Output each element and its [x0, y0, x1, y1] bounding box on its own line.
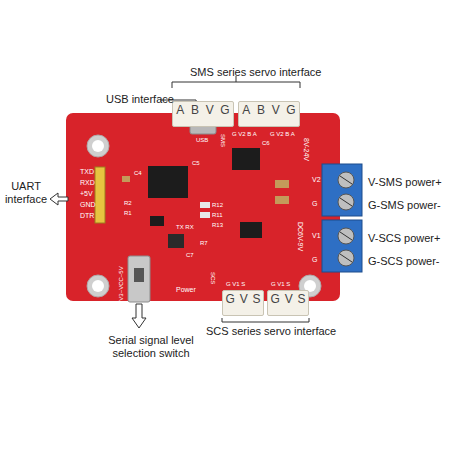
pin-letter: B: [257, 104, 265, 116]
silkscreen-text: G V1 S: [271, 281, 290, 288]
pin-letter: G: [220, 104, 229, 116]
component-ref: R2: [124, 200, 132, 207]
mounting-hole: [87, 275, 109, 297]
callout-label: UART interface: [2, 180, 50, 205]
silkscreen-text: 8V-24V: [302, 138, 310, 161]
callout-label: V-SCS power+: [368, 232, 440, 245]
pin-letter: G: [225, 293, 234, 305]
servo-connector: ABVG: [172, 101, 234, 127]
callout-label: G-SCS power-: [368, 255, 440, 268]
callout-label: SMS series servo interface: [190, 66, 321, 79]
pin-name: +5V: [80, 190, 93, 198]
bracket: [172, 82, 300, 88]
silkscreen-text: SMS: [219, 134, 226, 147]
terminal-screw: [338, 250, 354, 266]
uart-header: [95, 167, 105, 223]
screw-slot: [340, 232, 352, 240]
component-ref: R1: [124, 210, 132, 217]
component-ref: R12: [212, 202, 223, 209]
terminal-screw: [338, 172, 354, 188]
pin-letter: V: [272, 104, 280, 116]
component-ref: C4: [134, 170, 142, 177]
pin-name: TXD: [80, 168, 94, 176]
resistor: [200, 212, 210, 218]
component-ref: R7: [200, 240, 208, 247]
ic-chip: [240, 222, 262, 238]
bracket: [222, 318, 309, 322]
servo-connector: GVS: [222, 290, 264, 316]
pin-letter: G: [286, 104, 295, 116]
pin-letter: S: [298, 293, 306, 305]
silkscreen-text: 3V3~VCC~5V: [118, 266, 125, 304]
callout-label: G-SMS power-: [368, 199, 441, 212]
terminal-label: G: [312, 200, 317, 208]
switch-knob: [134, 268, 144, 282]
mounting-hole: [87, 135, 109, 157]
silkscreen-text: G V1 S: [226, 281, 245, 288]
silkscreen-text: USB: [196, 137, 208, 144]
pin-letter: B: [191, 104, 199, 116]
silkscreen-text: DC6V-9V: [296, 222, 304, 251]
slide-switch: [128, 256, 150, 302]
pin-letter: V: [285, 293, 293, 305]
transistor: [150, 216, 164, 226]
pin-name: DTR: [80, 212, 94, 220]
component-ref: C5: [192, 160, 200, 167]
screw-slot: [340, 254, 352, 262]
terminal-block: [322, 164, 362, 216]
pin-letter: A: [242, 104, 250, 116]
pin-letter: S: [253, 293, 261, 305]
terminal-screw: [338, 194, 354, 210]
callout-label: SCS series servo interface: [206, 325, 336, 338]
pin-name: GND: [80, 201, 96, 209]
pin-letter: V: [240, 293, 248, 305]
uart-arrow: [50, 193, 68, 205]
component-ref: R13: [212, 222, 223, 229]
pcb-board: [66, 113, 340, 301]
resistor: [200, 202, 210, 208]
pin-letter: V: [206, 104, 214, 116]
capacitor: [275, 180, 289, 188]
callout-label: Serial signal level selection switch: [96, 334, 206, 359]
silkscreen-text: G V2 B A: [270, 131, 295, 138]
terminal-screw: [338, 228, 354, 244]
silkscreen-text: G V2 B A: [232, 131, 257, 138]
mounting-hole: [92, 280, 104, 292]
screw-slot: [340, 198, 352, 206]
terminal-label: V2: [312, 176, 321, 184]
ic-chip: [148, 166, 188, 198]
mounting-hole: [92, 140, 104, 152]
component-ref: C7: [186, 252, 194, 259]
pin-letter: A: [176, 104, 184, 116]
servo-connector: ABVG: [238, 101, 300, 127]
pin-name: RXD: [80, 179, 95, 187]
pin-letter: G: [270, 293, 279, 305]
capacitor: [122, 176, 130, 182]
silkscreen-text: Power: [176, 286, 196, 294]
callout-label: USB interface: [106, 93, 174, 106]
capacitor: [275, 196, 289, 204]
component-ref: C6: [262, 140, 270, 147]
silkscreen-text: TX RX: [176, 224, 194, 231]
servo-connector: GVS: [267, 290, 309, 316]
ic-chip: [232, 148, 260, 170]
silkscreen-text: SCS: [209, 272, 216, 284]
inductor: [168, 234, 184, 248]
switch-arrow: [132, 304, 146, 328]
callout-label: V-SMS power+: [368, 176, 442, 189]
component-ref: R11: [212, 212, 223, 219]
screw-slot: [340, 176, 352, 184]
terminal-block: [322, 220, 362, 272]
terminal-label: V1: [312, 232, 321, 240]
terminal-label: G: [312, 256, 317, 264]
